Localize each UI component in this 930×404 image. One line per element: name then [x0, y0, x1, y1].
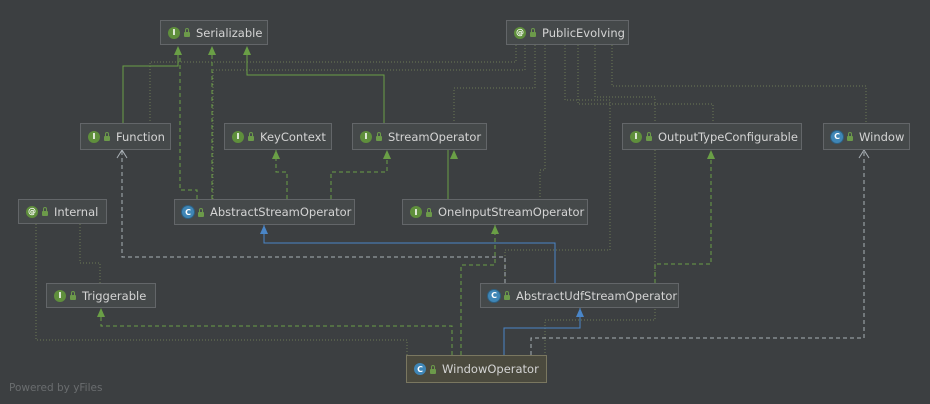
edge-abstractstreamoperator-keycontext [275, 150, 288, 199]
arrow-head [450, 150, 458, 159]
edge-windowoperator-window [530, 150, 865, 355]
lock-icon [42, 207, 48, 216]
lock-icon [248, 132, 254, 141]
node-label: PublicEvolving [542, 25, 625, 40]
edge-abstractudfstreamoperator-outputtypeconfigurable [654, 150, 712, 283]
node-public-evolving[interactable]: @ PublicEvolving [506, 20, 629, 45]
lock-icon [104, 132, 110, 141]
arrow-head [260, 225, 268, 234]
edge-publicevolving-window [611, 45, 867, 123]
arrow-head [858, 149, 870, 159]
abstract-class-icon: C [488, 289, 500, 302]
edge-publicevolving-streamoperator [453, 45, 536, 123]
interface-icon: I [232, 130, 244, 143]
node-one-input-stream-operator[interactable]: I OneInputStreamOperator [402, 199, 588, 225]
edge-internal-triggerable [79, 224, 101, 283]
edge-publicevolving-oneinputstreamoperator [539, 45, 546, 199]
node-label: Triggerable [82, 288, 147, 303]
lock-icon [426, 207, 432, 217]
arrow-head [576, 308, 584, 317]
edge-windowoperator-oneinputstreamoperator [460, 225, 496, 355]
lock-icon [430, 364, 436, 374]
node-triggerable[interactable]: I Triggerable [46, 283, 156, 308]
node-label: AbstractStreamOperator [210, 205, 352, 219]
interface-icon: I [54, 289, 66, 302]
edge-abstractstreamoperator-serializable [179, 55, 198, 199]
lock-icon [376, 132, 382, 141]
node-stream-operator[interactable]: I StreamOperator [352, 123, 487, 150]
node-label: AbstractUdfStreamOperator [516, 288, 678, 303]
lock-icon [198, 207, 204, 217]
edge-windowoperator-abstractudf [503, 308, 581, 355]
arrow-head [243, 46, 251, 55]
interface-icon: I [168, 26, 180, 39]
node-label: Serializable [196, 25, 263, 40]
annotation-links [35, 45, 867, 366]
interface-icon: I [360, 130, 372, 143]
arrow-heads [97, 46, 870, 317]
node-key-context[interactable]: I KeyContext [224, 123, 332, 150]
arrow-head [383, 150, 391, 159]
node-label: OutputTypeConfigurable [658, 129, 798, 144]
class-icon: C [414, 363, 426, 375]
annotation-icon: @ [26, 205, 38, 218]
arrow-head [491, 225, 499, 234]
arrow-head [272, 150, 280, 159]
edge-publicevolving-outputtypeconfigurable [577, 45, 714, 123]
edge-publicevolving-function [149, 45, 517, 123]
node-function[interactable]: I Function [80, 123, 171, 150]
arrow-head [174, 46, 182, 55]
node-abstract-stream-operator[interactable]: C AbstractStreamOperator [174, 199, 355, 225]
node-output-type-configurable[interactable]: I OutputTypeConfigurable [622, 123, 802, 150]
edge-windowoperator-triggerable [100, 308, 453, 355]
watermark: Powered by yFiles [9, 382, 103, 394]
interface-extends-links [122, 55, 449, 199]
edge-abstractudf-function [121, 150, 506, 283]
arrow-head [97, 308, 105, 317]
node-label: Internal [54, 204, 99, 219]
node-internal[interactable]: @ Internal [18, 199, 107, 224]
node-label: Function [116, 129, 165, 144]
node-window-operator[interactable]: C WindowOperator [406, 355, 547, 383]
edge-function-serializable [122, 55, 179, 123]
node-window[interactable]: C Window [823, 123, 910, 150]
node-label: WindowOperator [442, 362, 539, 376]
lock-icon [504, 291, 510, 300]
arrow-head [707, 150, 715, 159]
node-label: KeyContext [260, 129, 326, 144]
dependency-links [121, 150, 865, 355]
interface-icon: I [630, 130, 642, 143]
node-abstract-udf-stream-operator[interactable]: C AbstractUdfStreamOperator [480, 283, 679, 308]
node-label: OneInputStreamOperator [438, 205, 585, 219]
interface-icon: I [88, 130, 100, 143]
edge-abstractudf-abstractstream [263, 225, 556, 283]
arrow-head [208, 46, 216, 55]
interface-icon: I [410, 206, 422, 218]
lock-icon [70, 291, 76, 300]
lock-icon [530, 28, 536, 37]
node-label: Window [859, 129, 905, 144]
annotation-icon: @ [514, 26, 526, 39]
lock-icon [184, 28, 190, 37]
edge-abstractstreamoperator-streamoperator [330, 150, 388, 199]
arrow-head [116, 149, 128, 159]
edge-publicevolving-abstractstreamoperator [212, 45, 526, 199]
lock-icon [847, 132, 853, 141]
abstract-class-icon: C [831, 130, 843, 143]
node-label: StreamOperator [388, 129, 482, 144]
lock-icon [646, 132, 652, 141]
edge-streamoperator-serializable [246, 55, 385, 123]
edge-publicevolving-windowoperator [544, 45, 656, 355]
edge-internal-windowoperator [35, 224, 408, 366]
edge-publicevolving-abstractudfstreamoperator [504, 45, 611, 283]
abstract-class-icon: C [182, 206, 194, 218]
node-serializable[interactable]: I Serializable [160, 20, 268, 45]
